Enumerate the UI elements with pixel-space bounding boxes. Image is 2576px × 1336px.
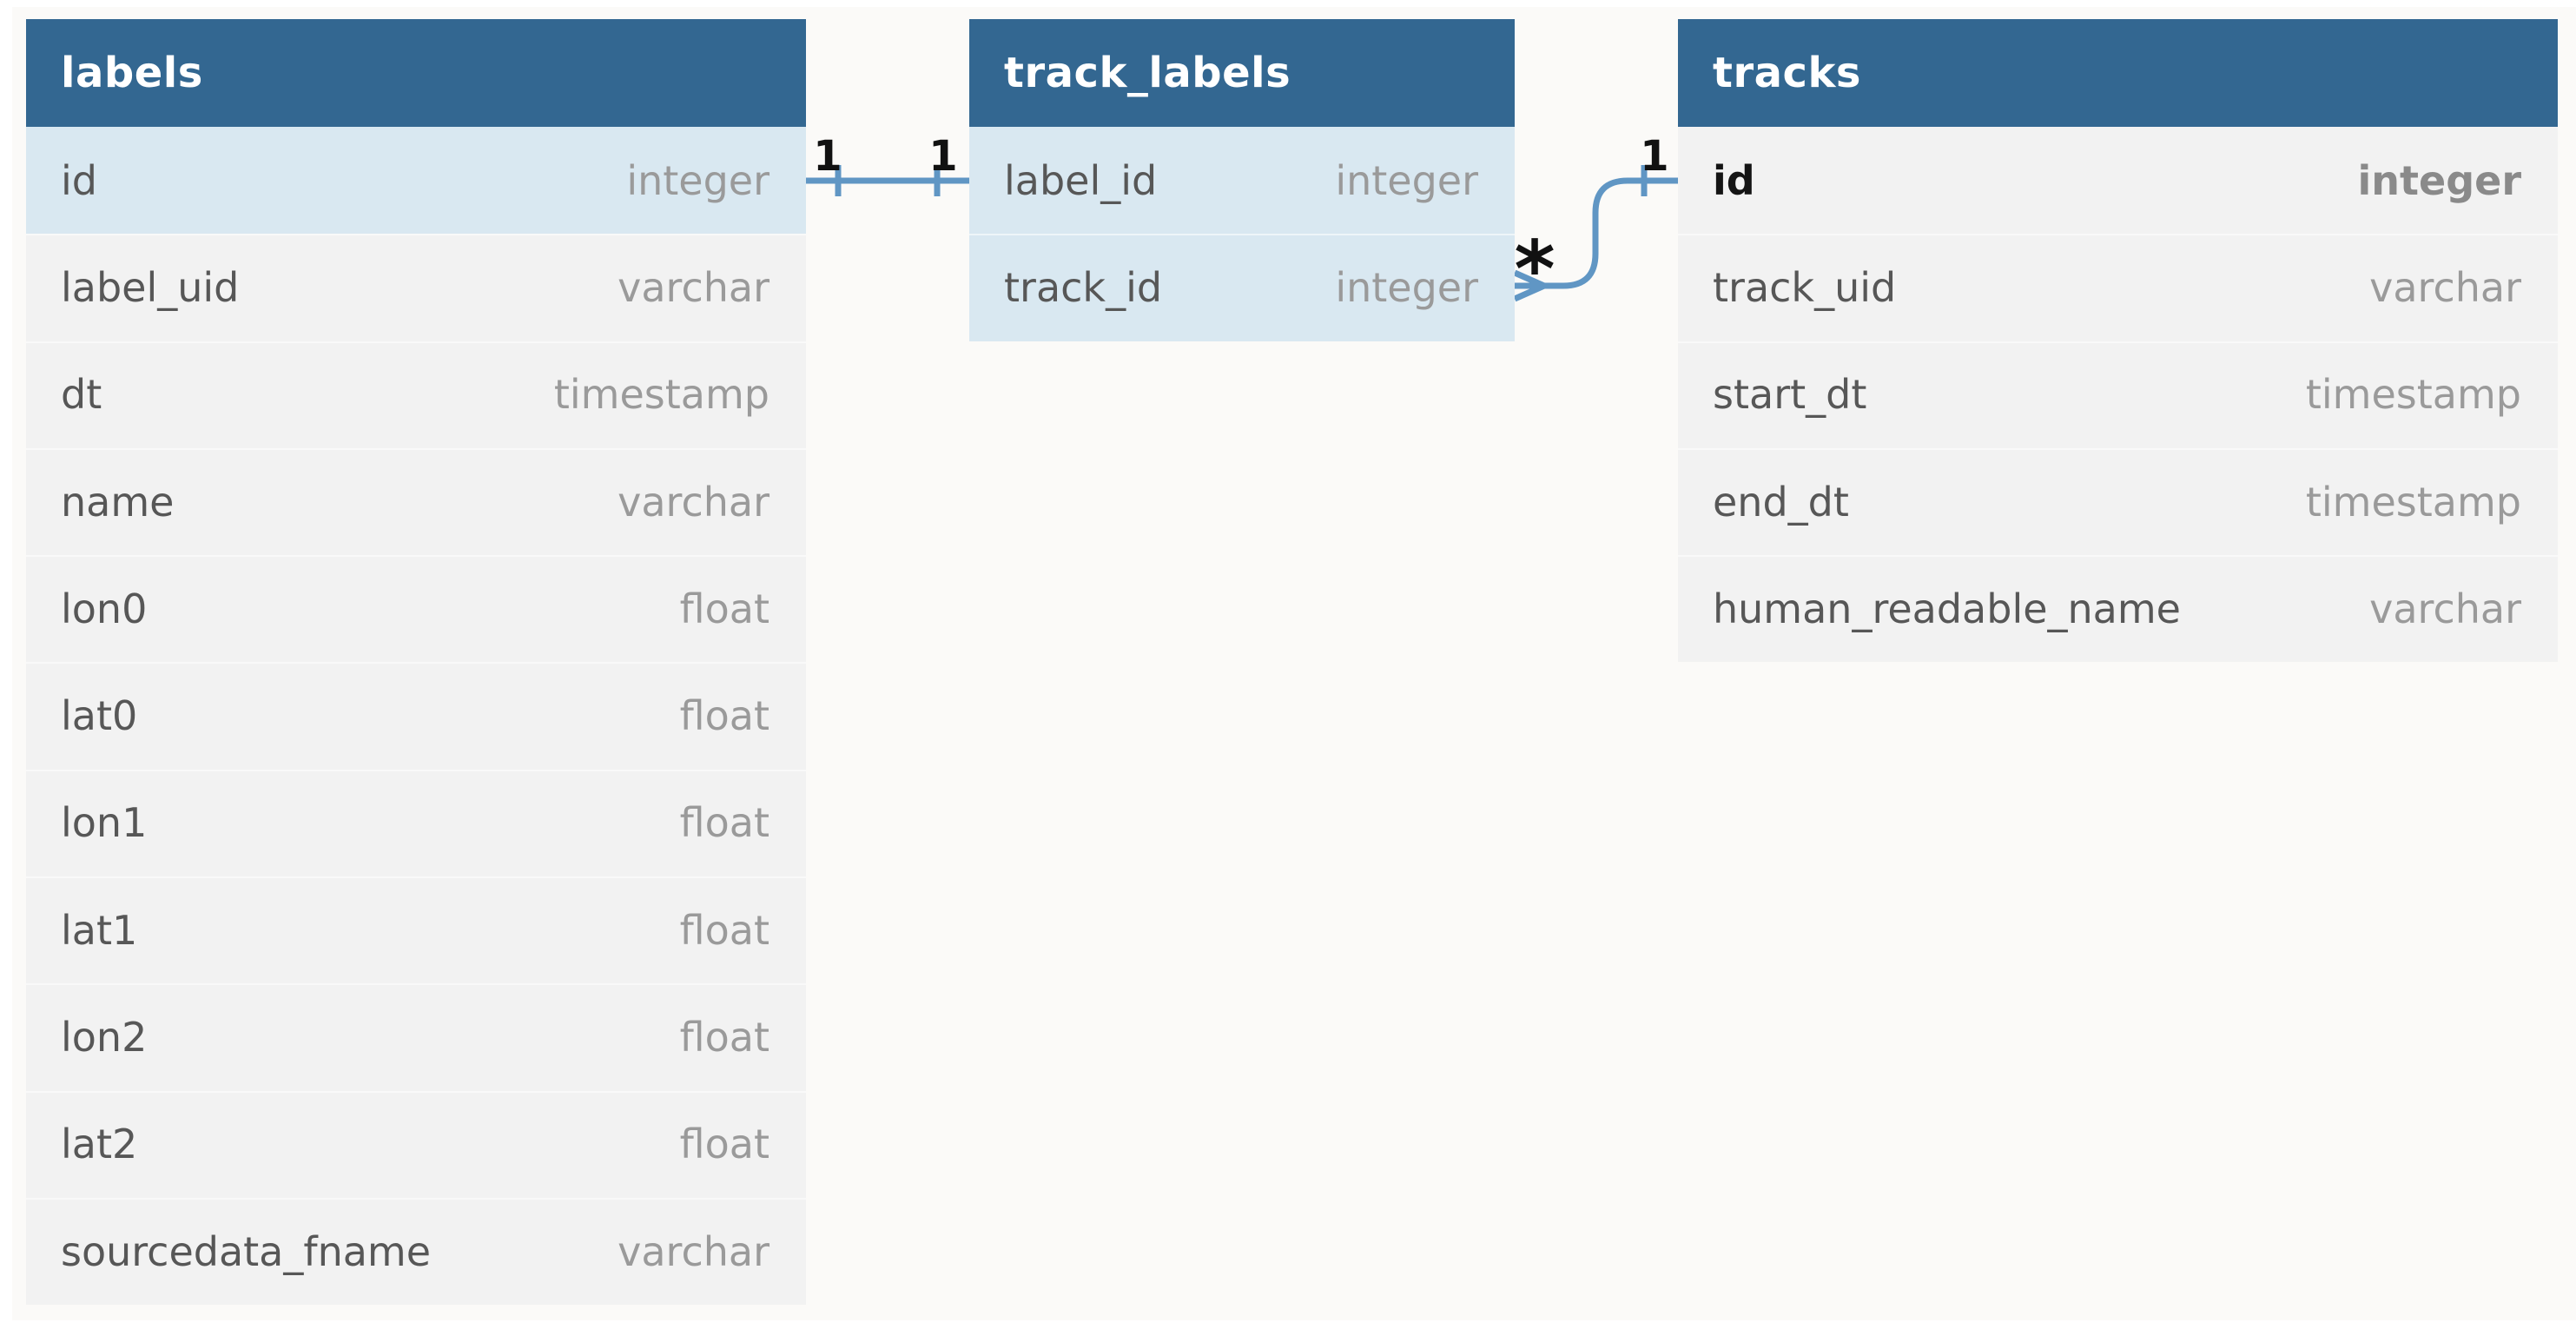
column-name: sourcedata_fname xyxy=(61,1227,432,1275)
table-title: labels xyxy=(61,49,203,97)
column-row: id integer xyxy=(26,127,806,235)
column-row: lat1 float xyxy=(26,876,806,984)
column-type: integer xyxy=(1335,156,1478,204)
column-name: lat1 xyxy=(61,906,138,954)
column-row: name varchar xyxy=(26,447,806,556)
column-row: dt timestamp xyxy=(26,341,806,448)
table-track-labels-header: track_labels xyxy=(969,19,1515,127)
column-type: float xyxy=(679,799,769,847)
column-name: track_uid xyxy=(1713,263,1897,311)
column-name: lat0 xyxy=(61,692,138,740)
column-name: id xyxy=(1713,156,1755,204)
column-name: start_dt xyxy=(1713,371,1867,419)
column-type: timestamp xyxy=(553,371,769,419)
column-row: label_uid varchar xyxy=(26,234,806,341)
column-row: label_id integer xyxy=(969,127,1515,235)
column-row: lat2 float xyxy=(26,1090,806,1198)
column-name: lon1 xyxy=(61,799,148,847)
table-title: tracks xyxy=(1713,49,1861,97)
column-name: name xyxy=(61,478,175,526)
table-tracks-header: tracks xyxy=(1678,19,2558,127)
column-name: human_readable_name xyxy=(1713,585,2181,632)
column-name: lon2 xyxy=(61,1014,148,1062)
table-title: track_labels xyxy=(1004,49,1291,97)
column-name: dt xyxy=(61,371,102,419)
column-name: label_id xyxy=(1004,156,1158,204)
column-name: label_uid xyxy=(61,263,240,311)
column-name: end_dt xyxy=(1713,478,1849,526)
column-type: varchar xyxy=(618,478,769,526)
column-type: varchar xyxy=(2369,585,2521,632)
column-type: float xyxy=(679,692,769,740)
column-row: track_uid varchar xyxy=(1678,234,2558,341)
column-type: float xyxy=(679,1014,769,1062)
column-type: integer xyxy=(1335,263,1478,311)
column-type: varchar xyxy=(618,1227,769,1275)
column-row: id integer xyxy=(1678,127,2558,235)
table-labels-header: labels xyxy=(26,19,806,127)
column-row: sourcedata_fname varchar xyxy=(26,1197,806,1306)
column-type: integer xyxy=(626,156,769,204)
column-type: varchar xyxy=(618,263,769,311)
column-name: lon0 xyxy=(61,585,148,632)
column-type: float xyxy=(679,906,769,954)
column-row: track_id integer xyxy=(969,234,1515,341)
column-name: track_id xyxy=(1004,263,1163,311)
column-row: lon2 float xyxy=(26,983,806,1091)
column-name: lat2 xyxy=(61,1121,138,1168)
column-row: start_dt timestamp xyxy=(1678,341,2558,448)
column-row: lat0 float xyxy=(26,662,806,770)
column-type: integer xyxy=(2357,156,2521,204)
column-type: timestamp xyxy=(2305,478,2521,526)
column-type: float xyxy=(679,1121,769,1168)
column-name: id xyxy=(61,156,97,204)
column-type: timestamp xyxy=(2305,371,2521,419)
column-row: lon1 float xyxy=(26,769,806,877)
column-row: lon0 float xyxy=(26,555,806,663)
column-row: end_dt timestamp xyxy=(1678,447,2558,556)
column-type: varchar xyxy=(2369,263,2521,311)
column-row: human_readable_name varchar xyxy=(1678,555,2558,663)
column-type: float xyxy=(679,585,769,632)
